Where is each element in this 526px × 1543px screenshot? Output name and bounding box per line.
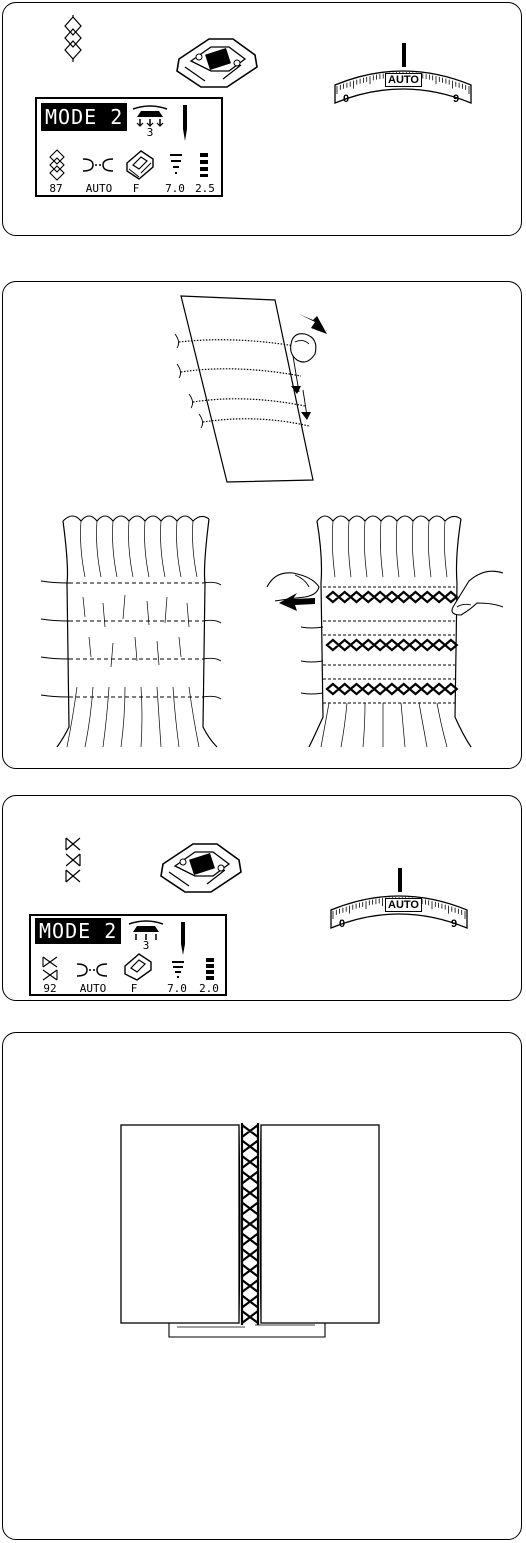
dial-auto-label: AUTO (385, 73, 422, 87)
cross-stitch-icon (63, 836, 83, 884)
satin-presser-foot-icon (171, 33, 263, 91)
panel-fagoting-illustration (2, 1032, 522, 1540)
lcd-display-2: MODE 2 3 92 A (29, 914, 227, 996)
dial-min-label-2: 0 (339, 918, 345, 930)
pattern-92-icon (41, 956, 59, 982)
stitch-width-icon-2 (171, 960, 185, 980)
stitch-length-value: 2.5 (191, 183, 219, 195)
dial-min-label: 0 (343, 93, 349, 105)
pattern-number-2: 92 (35, 983, 65, 995)
needle-icon-2 (179, 922, 187, 956)
tension-value-2: 3 (137, 940, 155, 952)
presser-foot-f-icon (123, 149, 157, 181)
foot-letter: F (129, 183, 143, 195)
tension-dial: AUTO 0 9 (333, 43, 473, 109)
stitch-width-value-2: 7.0 (163, 983, 191, 995)
tension-icon (131, 105, 169, 127)
mode-indicator: MODE 2 (41, 103, 127, 131)
diamond-stitch-icon (61, 15, 85, 63)
satin-presser-foot-icon-2 (155, 838, 247, 896)
pattern-number: 87 (41, 183, 71, 195)
stitch-length-icon (199, 153, 209, 177)
needle-icon (181, 105, 189, 143)
dial-max-label: 9 (453, 93, 459, 105)
smocked-fabric-illustration (265, 507, 505, 752)
thread-cutter-icon-2 (75, 962, 109, 978)
thread-setting-2: AUTO (73, 983, 113, 995)
presser-foot-f-icon-2 (121, 952, 155, 982)
mode-indicator-2: MODE 2 (35, 918, 121, 944)
thread-setting: AUTO (79, 183, 119, 195)
stitch-width-icon (169, 153, 183, 175)
fagoting-seam-illustration (115, 1121, 387, 1361)
gathered-fabric-illustration (33, 507, 223, 752)
foot-letter-2: F (127, 983, 141, 995)
tension-value: 3 (141, 127, 159, 139)
stitch-length-icon-2 (205, 958, 215, 980)
fabric-gathering-rows-illustration (173, 294, 343, 484)
pattern-87-icon (47, 149, 67, 181)
lcd-display: MODE 2 3 (35, 97, 223, 197)
stitch-width-value: 7.0 (161, 183, 189, 195)
panel-fagoting-settings: MODE 2 3 92 A (2, 795, 522, 1001)
panel-smocking-settings: MODE 2 3 (2, 2, 522, 236)
dial-max-label-2: 9 (451, 918, 457, 930)
thread-cutter-icon (81, 157, 115, 173)
dial-auto-label-2: AUTO (385, 898, 422, 912)
tension-dial-2: AUTO 0 9 (329, 868, 469, 934)
panel-smocking-illustration (2, 281, 522, 769)
stitch-length-value-2: 2.0 (195, 983, 223, 995)
